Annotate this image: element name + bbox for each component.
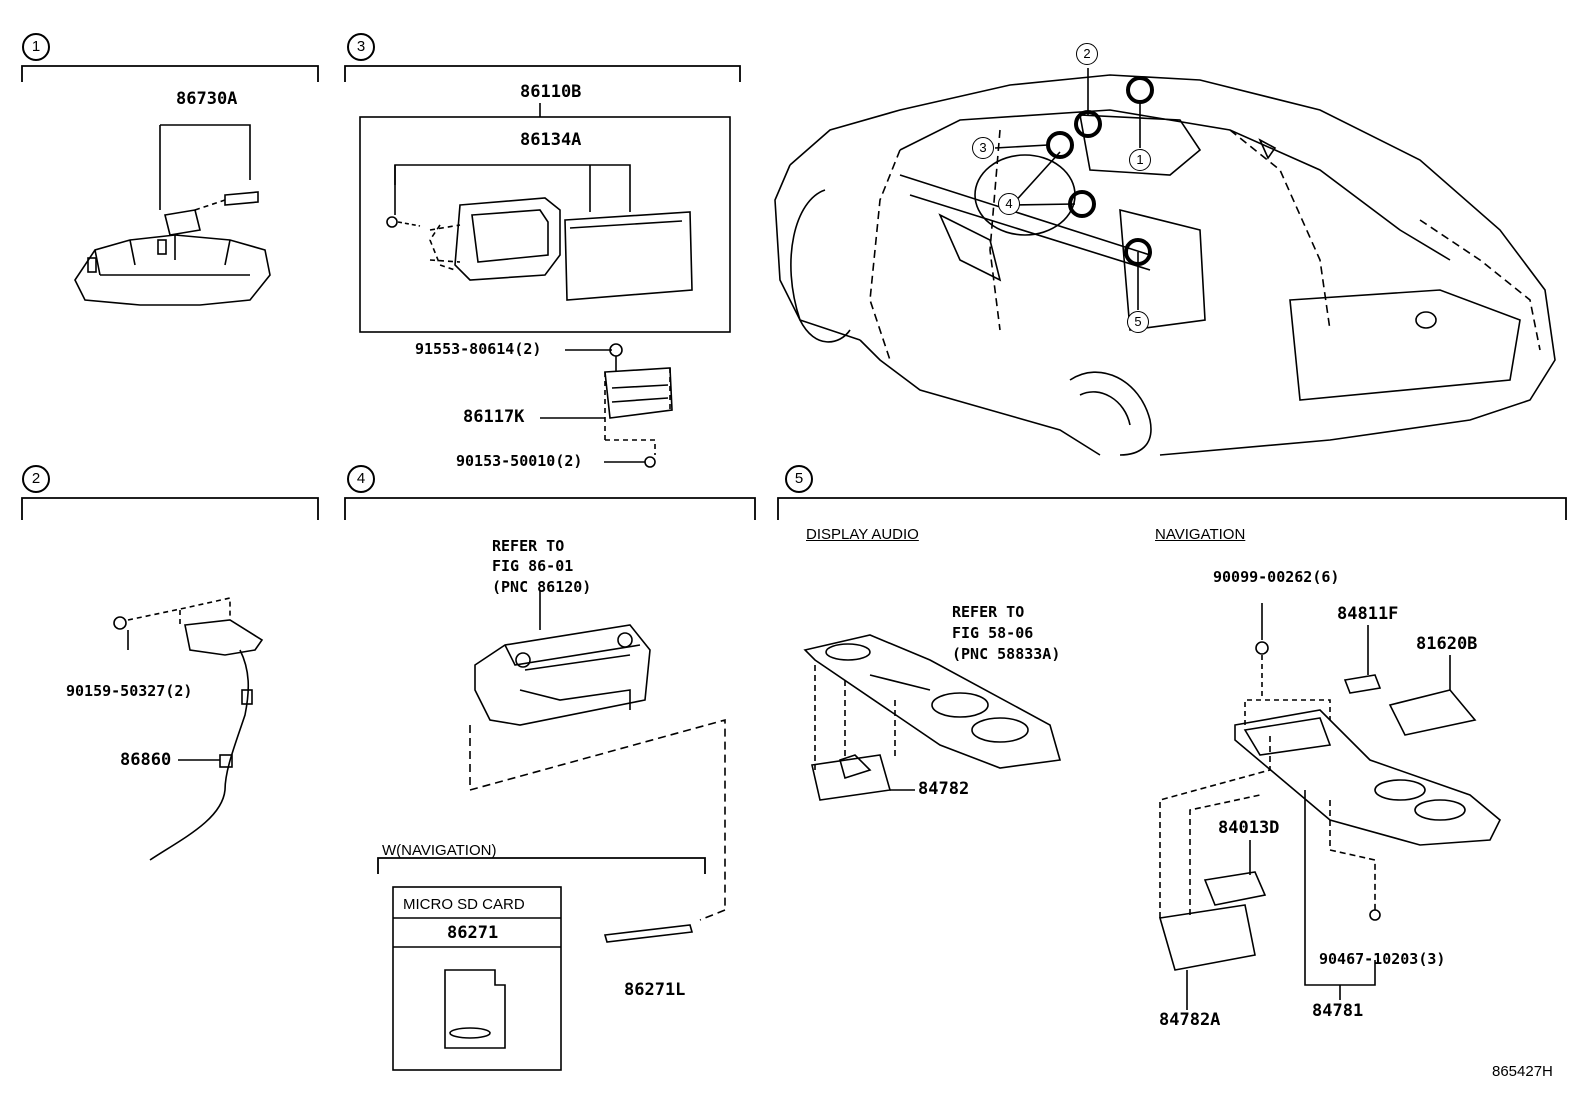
diagram-id: 865427H bbox=[1492, 1063, 1553, 1080]
part-label-90159-50327: 90159-50327(2) bbox=[66, 682, 193, 700]
refer-note-fig-58-06-line1: REFER TO bbox=[952, 603, 1025, 621]
part-86730a-drawing bbox=[74, 124, 271, 306]
section-marker-1: 1 bbox=[22, 33, 50, 61]
section-marker-3: 3 bbox=[347, 33, 375, 61]
refer-note-fig-58-06-line2: FIG 58-06 bbox=[952, 624, 1034, 642]
car-callout-4: 4 bbox=[998, 193, 1020, 215]
part-label-86860: 86860 bbox=[120, 750, 172, 770]
part-label-90467-10203: 90467-10203(3) bbox=[1319, 950, 1446, 968]
part-label-86730a: 86730A bbox=[176, 89, 238, 109]
part-label-86110b: 86110B bbox=[520, 82, 582, 102]
section-marker-5: 5 bbox=[785, 465, 813, 493]
car-callout-2: 2 bbox=[1076, 43, 1098, 65]
part-label-81620b: 81620B bbox=[1416, 634, 1478, 654]
section-brackets bbox=[21, 65, 1567, 874]
part-label-84781: 84781 bbox=[1312, 1001, 1364, 1021]
section-marker-2: 2 bbox=[22, 465, 50, 493]
car-callout-5: 5 bbox=[1127, 311, 1149, 333]
part-head-unit-drawing bbox=[469, 590, 726, 943]
refer-note-fig-86-01-line1: REFER TO bbox=[492, 537, 565, 555]
section-marker-4: 4 bbox=[347, 465, 375, 493]
car-overview-drawing bbox=[774, 68, 1556, 456]
part-label-84782: 84782 bbox=[918, 779, 970, 799]
car-callout-3: 3 bbox=[972, 137, 994, 159]
refer-note-fig-86-01-line2: FIG 86-01 bbox=[492, 557, 574, 575]
part-label-91553-80614: 91553-80614(2) bbox=[415, 340, 542, 358]
part-label-86117k: 86117K bbox=[463, 407, 525, 427]
part-console-navigation-drawing bbox=[1158, 603, 1501, 1010]
part-86860-drawing bbox=[113, 597, 264, 861]
car-callout-markers bbox=[1046, 76, 1154, 266]
part-label-86271l: 86271L bbox=[624, 980, 686, 1000]
part-86110b-drawing bbox=[359, 103, 731, 468]
part-label-84782a: 84782A bbox=[1159, 1010, 1221, 1030]
part-label-84811f: 84811F bbox=[1337, 604, 1399, 624]
part-label-90099-00262: 90099-00262(6) bbox=[1213, 568, 1340, 586]
refer-note-fig-86-01-line3: (PNC 86120) bbox=[492, 578, 592, 596]
part-label-86271: 86271 bbox=[447, 923, 499, 943]
part-label-86134a: 86134A bbox=[520, 130, 582, 150]
refer-note-fig-58-06-line3: (PNC 58833A) bbox=[952, 645, 1061, 663]
part-label-84013d: 84013D bbox=[1218, 818, 1280, 838]
display-audio-heading: DISPLAY AUDIO bbox=[806, 526, 919, 543]
micro-sd-card-box bbox=[392, 886, 562, 1071]
w-navigation-label: W(NAVIGATION) bbox=[382, 842, 497, 859]
navigation-heading: NAVIGATION bbox=[1155, 526, 1246, 543]
car-callout-1: 1 bbox=[1129, 149, 1151, 171]
part-label-90153-50010: 90153-50010(2) bbox=[456, 452, 583, 470]
part-console-display-audio-drawing bbox=[803, 634, 1062, 801]
micro-sd-card-label: MICRO SD CARD bbox=[403, 896, 525, 913]
